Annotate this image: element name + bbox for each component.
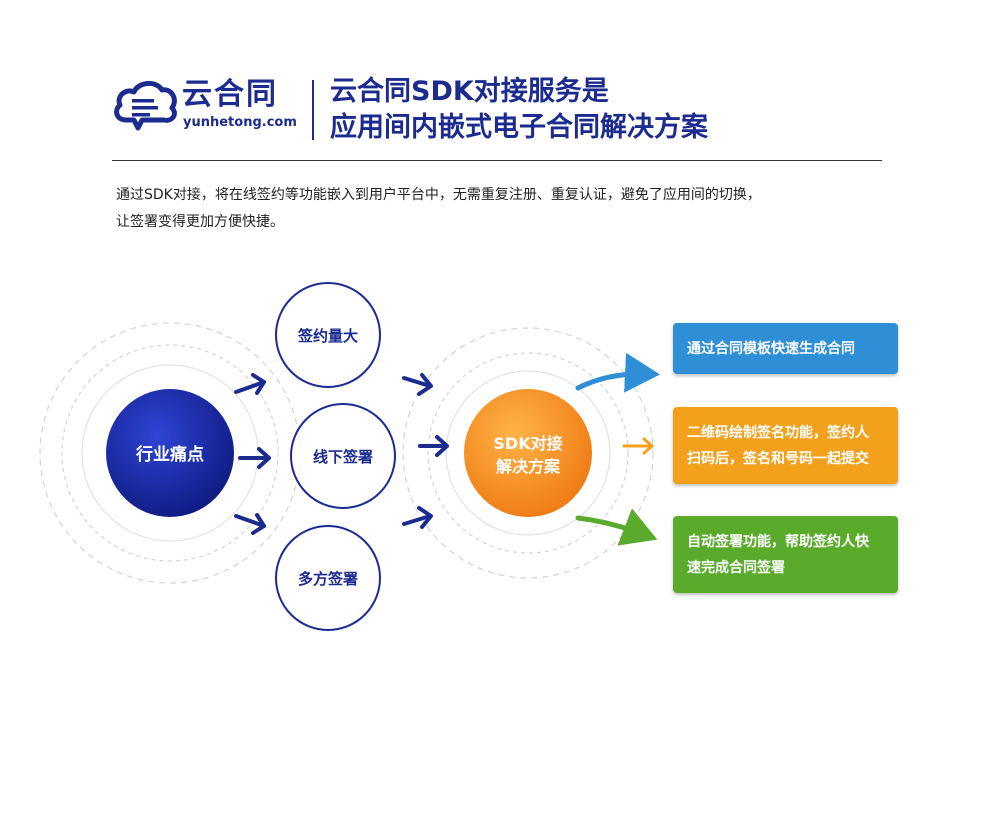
outcome-box-auto-sign: 自动签署功能，帮助签约人快 速完成合同签署 <box>673 516 898 593</box>
solution-circle <box>464 389 592 517</box>
header-divider <box>112 160 882 161</box>
page-title-line-1: 云合同SDK对接服务是 <box>330 76 609 107</box>
arrow-to-outcome-2 <box>622 437 654 455</box>
arrow-to-problem-2 <box>238 447 271 469</box>
outcome-box-template: 通过合同模板快速生成合同 <box>673 323 898 374</box>
solution-label-line-1: SDK对接 <box>493 434 562 453</box>
arrow-from-problem-1 <box>402 373 433 396</box>
outcome-3-text-2: 速完成合同签署 <box>687 560 785 576</box>
description-line-2: 让签署变得更加方便快捷。 <box>116 214 284 230</box>
solution-rings <box>402 327 654 579</box>
page-title-line-2: 应用间内嵌式电子合同解决方案 <box>330 112 708 143</box>
solution-label-line-2: 解决方案 <box>496 457 561 476</box>
outcome-3-text-1: 自动签署功能，帮助签约人快 <box>687 534 869 550</box>
arrow-to-problem-1 <box>234 373 266 395</box>
arrow-to-outcome-3 <box>575 508 658 546</box>
brand-name: 云合同 <box>182 77 278 112</box>
outcome-box-qr-signature: 二维码绘制签名功能，签约人 扫码后，签名和号码一起提交 <box>673 407 898 484</box>
outcome-1-text-1: 通过合同模板快速生成合同 <box>687 341 855 357</box>
cloud-logo-icon <box>114 81 177 131</box>
problem-circle-1 <box>275 282 381 388</box>
description-line-1: 通过SDK对接，将在线签约等功能嵌入到用户平台中，无需重复注册、重复认证，避免了… <box>116 187 761 203</box>
arrow-from-problem-2 <box>418 435 449 457</box>
pain-point-label: 行业痛点 <box>135 444 204 465</box>
pain-point-circle <box>106 389 234 517</box>
problem-label-1: 签约量大 <box>297 327 358 345</box>
outcome-2-text-1: 二维码绘制签名功能，签约人 <box>687 425 869 441</box>
outcome-2-text-2: 扫码后，签名和号码一起提交 <box>687 451 869 467</box>
problem-label-3: 多方签署 <box>298 570 358 588</box>
problem-circle-3 <box>275 525 381 631</box>
title-divider <box>312 80 314 140</box>
arrow-to-outcome-1 <box>575 352 660 393</box>
problem-circle-2 <box>290 403 396 509</box>
problem-label-2: 线下签署 <box>313 448 373 466</box>
arrow-to-problem-3 <box>234 513 266 535</box>
brand-url: yunhetong.com <box>183 115 297 130</box>
arrow-from-problem-3 <box>402 506 433 529</box>
